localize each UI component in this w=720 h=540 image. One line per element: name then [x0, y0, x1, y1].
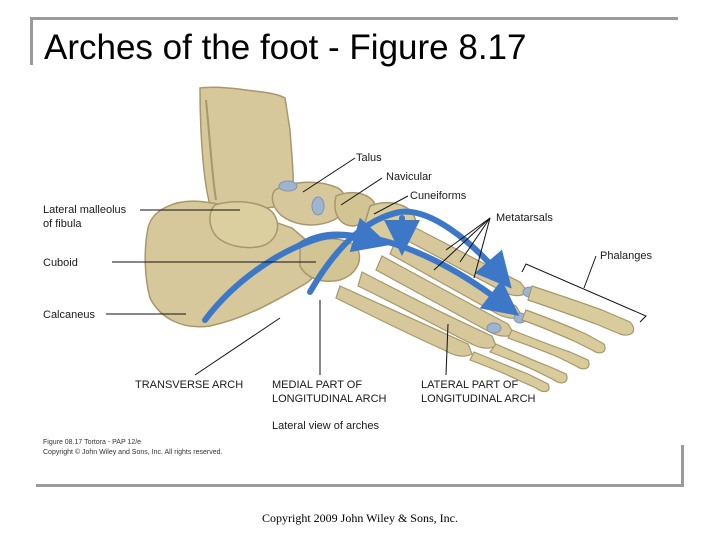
slide-footer: Copyright 2009 John Wiley & Sons, Inc. — [262, 511, 458, 525]
label-view: Lateral view of arches — [272, 420, 379, 432]
label-lateral-malleolus-line1: Lateral malleolus — [43, 204, 127, 216]
label-navicular: Navicular — [386, 171, 432, 183]
lateral-malleolus-bone — [209, 200, 279, 249]
label-lateral-arch-line1: LATERAL PART OF — [421, 379, 518, 391]
leg-bones — [199, 86, 294, 211]
leader-lines — [106, 157, 597, 376]
figure-caption-line1: Figure 08.17 Tortora - PAP 12/e — [43, 439, 141, 446]
slide-title: Arches of the foot - Figure 8.17 — [44, 28, 527, 67]
label-calcaneus: Calcaneus — [43, 309, 95, 321]
label-lateral-malleolus-line2: of fibula — [43, 218, 82, 230]
label-metatarsals: Metatarsals — [496, 212, 553, 224]
label-cuneiforms: Cuneiforms — [410, 190, 467, 202]
label-medial-arch-line1: MEDIAL PART OF — [272, 379, 362, 391]
figure-caption-line2: Copyright © John Wiley and Sons, Inc. Al… — [43, 448, 223, 456]
label-lateral-arch-line2: LONGITUDINAL ARCH — [421, 393, 536, 405]
left-rule — [30, 17, 33, 65]
label-cuboid: Cuboid — [43, 257, 78, 269]
top-rule — [30, 17, 678, 20]
phalanx-bones — [469, 285, 635, 393]
label-medial-arch-line2: LONGITUDINAL ARCH — [272, 393, 387, 405]
label-transverse-arch: TRANSVERSE ARCH — [135, 379, 243, 391]
phalanges-bracket — [521, 263, 647, 323]
label-phalanges: Phalanges — [600, 250, 652, 262]
right-rule — [681, 445, 684, 487]
bottom-rule — [36, 484, 684, 487]
arch-arrows — [202, 208, 520, 323]
label-talus: Talus — [356, 152, 382, 164]
